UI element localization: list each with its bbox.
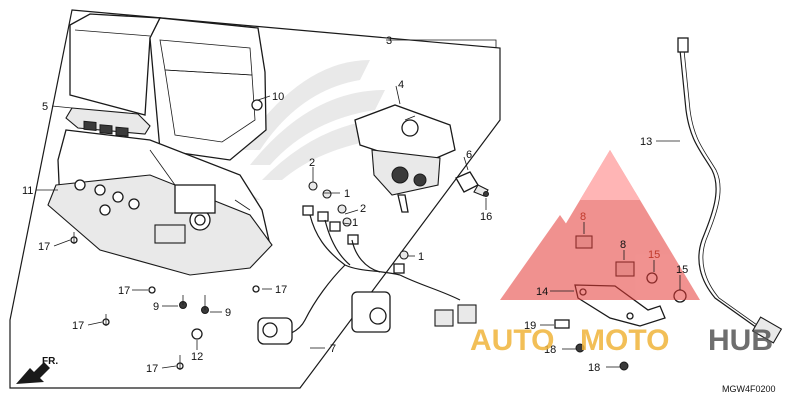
callout-1a: 1 — [344, 188, 350, 200]
callout-17d: 17 — [146, 363, 158, 375]
watermark-auto: AUTO — [470, 324, 554, 357]
callout-13: 13 — [640, 136, 652, 148]
callout-17e: 17 — [275, 284, 287, 296]
direction-label: FR. — [42, 356, 58, 367]
callout-16: 16 — [480, 211, 492, 223]
callout-17c: 17 — [72, 320, 84, 332]
callout-11: 11 — [22, 185, 33, 197]
callout-10: 10 — [272, 91, 284, 103]
callout-4: 4 — [398, 79, 404, 91]
callout-3: 3 — [386, 35, 392, 47]
meter-module-4 — [354, 104, 456, 213]
callout-7: 7 — [330, 343, 336, 355]
callout-2b: 2 — [360, 203, 366, 215]
callout-1c: 1 — [418, 251, 424, 263]
callout-17a: 17 — [38, 241, 50, 253]
watermark-text: AUTO MOTO HUB — [470, 324, 773, 357]
watermark-hub: HUB — [708, 324, 773, 357]
bolts-17 — [70, 232, 260, 370]
wire-harness — [257, 214, 477, 345]
callout-12: 12 — [191, 351, 203, 363]
callout-9a: 9 — [153, 301, 159, 313]
watermark-moto: MOTO — [580, 324, 669, 357]
callouts: 5 10 11 3 4 6 16 2 1 2 1 1 7 17 17 17 17… — [22, 35, 688, 375]
lcd-display-board — [65, 107, 151, 137]
watermark-logo-triangles — [500, 150, 700, 300]
callout-1b: 1 — [352, 217, 358, 229]
lower-meter-case — [47, 129, 273, 276]
front-direction-arrow: FR. — [16, 356, 58, 384]
screw-part-16 — [483, 191, 489, 197]
callout-5: 5 — [42, 101, 48, 113]
callout-19: 19 — [524, 320, 536, 332]
callout-17b: 17 — [118, 285, 130, 297]
callout-2a: 2 — [309, 157, 315, 169]
callout-6: 6 — [466, 149, 472, 161]
socket-part-6 — [455, 171, 489, 197]
callout-18b: 18 — [588, 362, 600, 374]
upper-meter-case — [69, 13, 267, 161]
diagram-code: MGW4F0200 — [722, 384, 776, 394]
callout-8b: 8 — [620, 239, 626, 251]
callout-8a: 8 — [580, 211, 586, 223]
callout-15a: 15 — [648, 249, 660, 261]
assembly-outline — [9, 9, 501, 389]
leader-lines — [36, 39, 681, 369]
fasteners-9-12 — [179, 295, 209, 340]
callout-18a: 18 — [544, 344, 556, 356]
callout-15b: 15 — [676, 264, 688, 276]
speedometer-cable — [677, 37, 783, 344]
callout-9b: 9 — [225, 307, 231, 319]
callout-14: 14 — [536, 286, 548, 298]
